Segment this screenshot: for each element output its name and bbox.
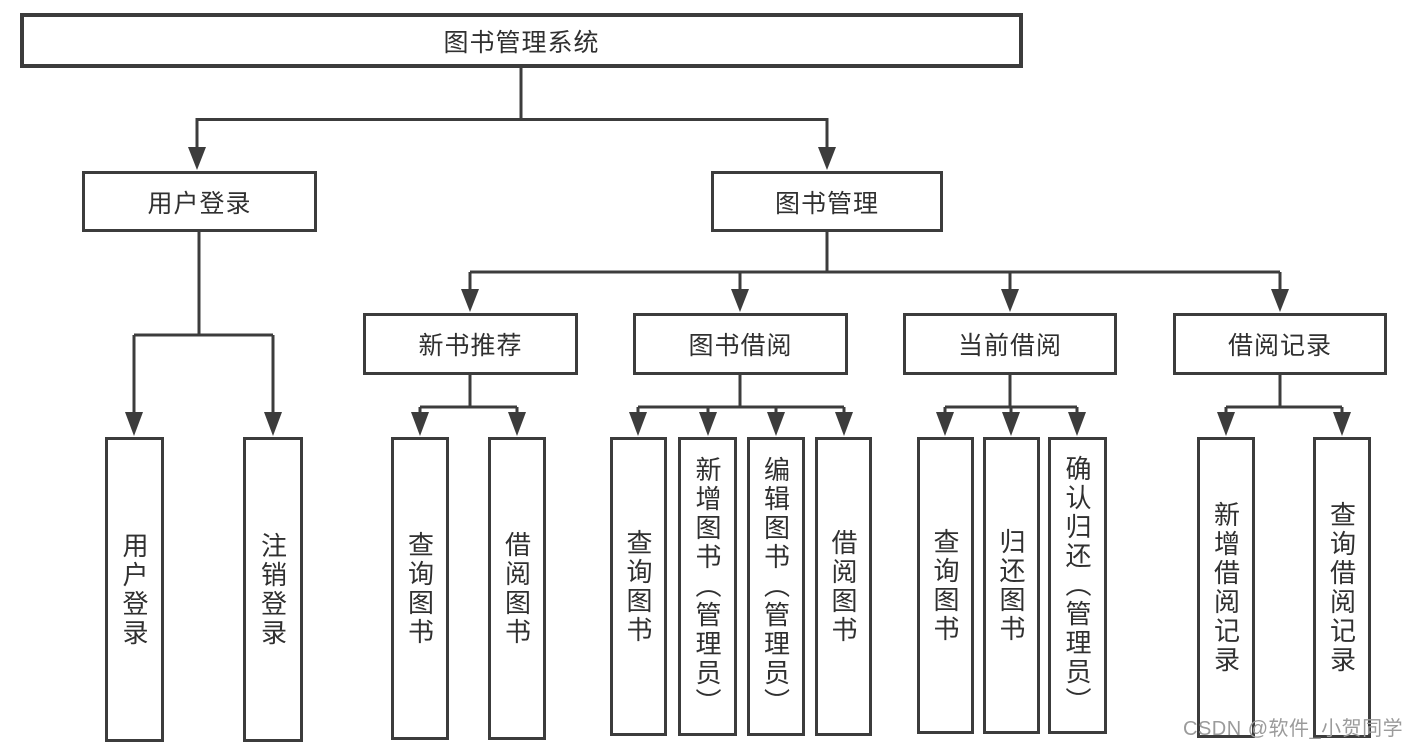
leaf-records-query-record: 查询借阅记录 (1313, 437, 1371, 738)
arrowhead (1217, 412, 1235, 436)
arrowhead (1001, 289, 1019, 312)
arrowhead (1068, 412, 1086, 436)
arrowhead (125, 412, 143, 436)
arrowhead (731, 289, 749, 312)
edge-userlogin-drops (132, 335, 275, 414)
arrowhead (1002, 412, 1020, 436)
node-library-management-system: 图书管理系统 (20, 13, 1023, 68)
node-new-book-recommend: 新书推荐 (363, 313, 578, 375)
arrowhead (818, 147, 836, 170)
arrowhead (411, 412, 429, 436)
arrowhead (461, 289, 479, 312)
leaf-borrow-add-books-admin: 新增图书（管理员） (678, 437, 737, 736)
leaf-borrow-query-books: 查询图书 (610, 437, 667, 736)
node-borrowing-records: 借阅记录 (1173, 313, 1387, 375)
arrowhead (508, 412, 526, 436)
arrowhead (188, 147, 206, 170)
edge-root-drops (195, 118, 829, 149)
arrowhead (1271, 289, 1289, 312)
node-book-management: 图书管理 (711, 171, 943, 232)
arrowhead (835, 412, 853, 436)
edge-bookmgmt-drops (468, 272, 1282, 291)
arrowhead (1333, 412, 1351, 436)
node-book-borrowing: 图书借阅 (633, 313, 848, 375)
csdn-watermark: CSDN @软件_小贺同学 (1183, 718, 1404, 740)
leaf-current-query-books: 查询图书 (917, 437, 974, 734)
arrowhead (699, 412, 717, 436)
arrowhead (767, 412, 785, 436)
leaf-logout: 注销登录 (243, 437, 303, 742)
leaf-newbook-borrow-books: 借阅图书 (488, 437, 546, 740)
arrowhead (264, 412, 282, 436)
arrowhead (629, 412, 647, 436)
leaf-records-add-record: 新增借阅记录 (1197, 437, 1255, 738)
leaf-borrow-edit-books-admin: 编辑图书（管理员） (747, 437, 805, 736)
edge-borrow-drops (636, 407, 846, 414)
node-user-login: 用户登录 (82, 171, 317, 232)
arrowhead (936, 412, 954, 436)
leaf-borrow-borrow-books: 借阅图书 (815, 437, 872, 736)
node-current-borrowing: 当前借阅 (903, 313, 1117, 375)
leaf-current-confirm-return-admin: 确认归还（管理员） (1048, 437, 1107, 734)
leaf-newbook-query-books: 查询图书 (391, 437, 449, 740)
leaf-current-return-books: 归还图书 (983, 437, 1040, 734)
leaf-user-login: 用户登录 (105, 437, 164, 742)
